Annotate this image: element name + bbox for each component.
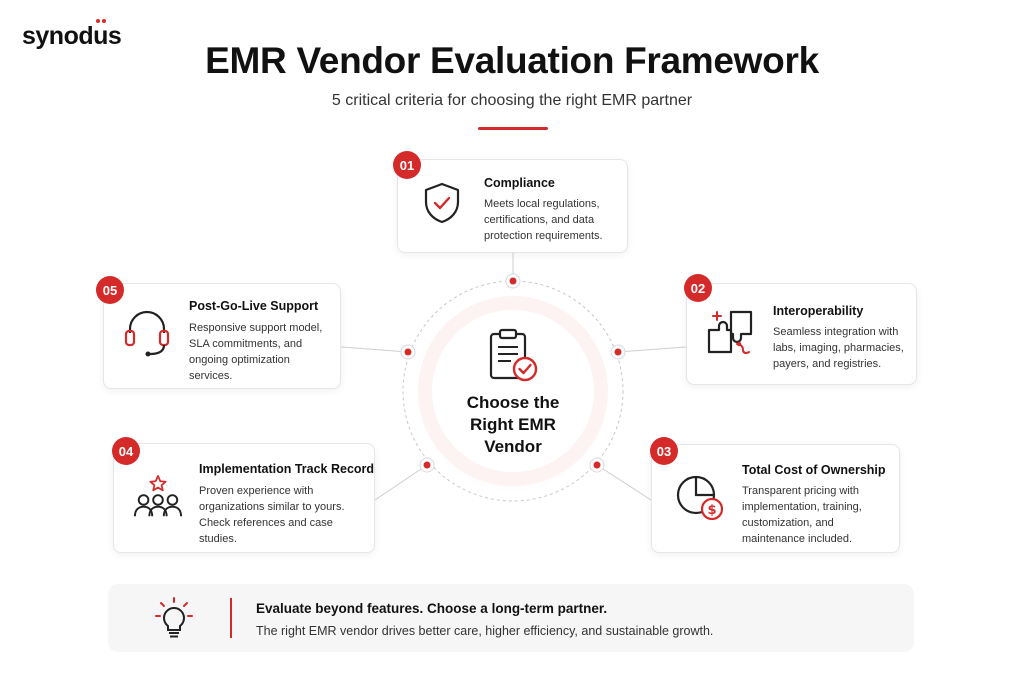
criterion-card-compliance: Compliance Meets local regulations, cert… [397, 159, 628, 253]
headset-icon [124, 310, 170, 357]
team-star-icon [133, 475, 183, 517]
criterion-title: Compliance [484, 176, 555, 190]
criterion-card-interoperability: Interoperability Seamless integration wi… [686, 283, 917, 385]
puzzle-icon [707, 310, 753, 355]
criterion-description: Transparent pricing with implementation,… [742, 485, 862, 545]
criterion-badge-05: 05 [96, 276, 124, 304]
criterion-card-total-cost: $ Total Cost of Ownership Transparent pr… [651, 444, 900, 553]
criterion-title: Total Cost of Ownership [742, 463, 886, 477]
criterion-description: Seamless integration with labs, imaging,… [773, 326, 904, 370]
criterion-badge-01: 01 [393, 151, 421, 179]
clipboard-check-icon [489, 328, 538, 382]
banner-divider [230, 598, 232, 638]
criterion-description: Meets local regulations, certifications,… [484, 198, 603, 242]
banner-subline: The right EMR vendor drives better care,… [256, 624, 714, 638]
banner-headline: Evaluate beyond features. Choose a long-… [256, 601, 608, 616]
criterion-card-track-record: Implementation Track Record Proven exper… [113, 443, 375, 553]
criterion-badge-02: 02 [684, 274, 712, 302]
hub-label: Choose the Right EMR Vendor [466, 393, 560, 456]
title-accent-line [478, 127, 548, 130]
criterion-card-support: Post-Go-Live Support Responsive support … [103, 283, 341, 389]
logo-u: u [93, 19, 108, 51]
criterion-title: Implementation Track Record [199, 462, 375, 476]
criterion-badge-04: 04 [112, 437, 140, 465]
page-title: EMR Vendor Evaluation Framework [205, 40, 819, 81]
criterion-description: Responsive support model, SLA commitment… [189, 322, 323, 382]
pie-dollar-icon: $ [676, 475, 724, 521]
svg-text:$: $ [707, 503, 716, 518]
footer-banner: Evaluate beyond features. Choose a long-… [108, 584, 914, 652]
hub-circle: Choose the Right EMR Vendor [432, 310, 594, 472]
page-subtitle: 5 critical criteria for choosing the rig… [331, 92, 693, 109]
lightbulb-icon [155, 597, 193, 638]
criterion-title: Post-Go-Live Support [189, 299, 319, 313]
criterion-badge-03: 03 [650, 437, 678, 465]
criterion-title: Interoperability [773, 304, 864, 318]
shield-check-icon [424, 182, 460, 224]
logo-dots [96, 19, 108, 24]
criterion-description: Proven experience with organizations sim… [199, 485, 345, 545]
